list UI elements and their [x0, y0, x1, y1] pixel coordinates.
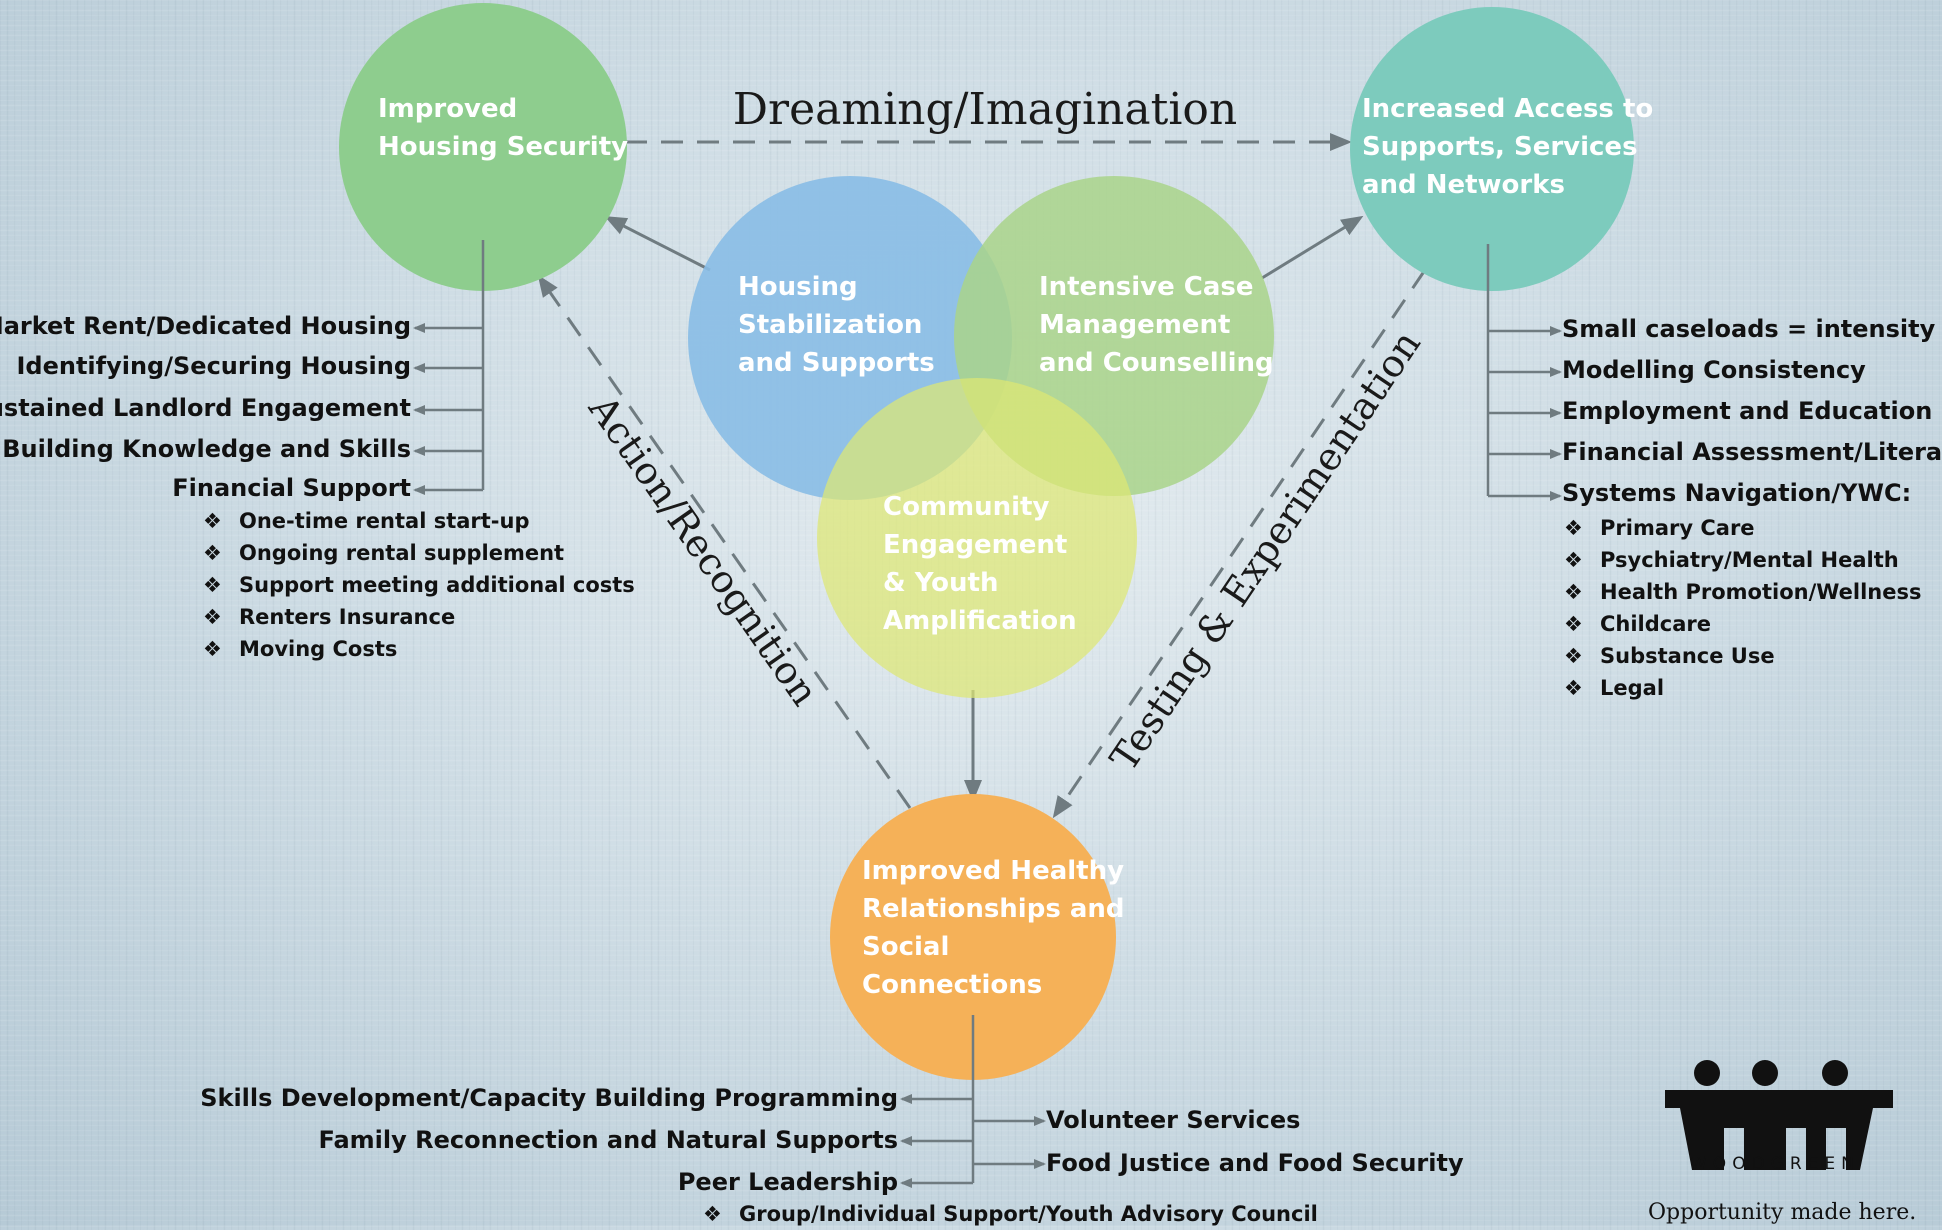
- relationships-item-skills: Skills Development/Capacity Building Pro…: [200, 1084, 898, 1112]
- housing-item-identifying: Identifying/Securing Housing: [16, 352, 411, 380]
- access-sub-item: ❖Psychiatry/Mental Health: [1564, 548, 1899, 572]
- circle-access: [1350, 7, 1634, 291]
- housing-item-financial: Financial Support: [172, 474, 411, 502]
- access-connector-lines: [1486, 244, 1562, 501]
- woodgreen-logo-wordmark: WOODGREEN: [1690, 1154, 1860, 1174]
- relationships-title: Improved Healthy Relationships and Socia…: [862, 856, 1125, 1000]
- housing-sub-item: ❖Renters Insurance: [203, 605, 456, 629]
- access-sub-item: ❖Childcare: [1564, 612, 1712, 636]
- housing-sub-item: ❖One-time rental start-up: [203, 509, 530, 533]
- housing-security-title: Improved Housing Security: [378, 94, 629, 162]
- housing-connector-lines: [413, 240, 485, 495]
- woodgreen-logo-figures: [1665, 1060, 1893, 1170]
- access-item-modelling: Modelling Consistency: [1562, 356, 1866, 384]
- access-item-systems: Systems Navigation/YWC:: [1562, 479, 1912, 507]
- community-title: Community Engagement & Youth Amplificati…: [883, 492, 1077, 636]
- woodgreen-tagline: Opportunity made here.: [1648, 1200, 1917, 1225]
- relationships-item-family: Family Reconnection and Natural Supports: [318, 1126, 898, 1154]
- relationships-sub-list: ❖Group/Individual Support/Youth Advisory…: [703, 1198, 1318, 1230]
- housing-sub-item: ❖Moving Costs: [203, 637, 398, 661]
- access-item-caseloads: Small caseloads = intensity: [1562, 315, 1936, 343]
- stabilization-title: Housing Stabilization and Supports: [738, 272, 935, 378]
- access-sub-item: ❖Substance Use: [1564, 644, 1775, 668]
- circle-housing-security: [339, 3, 627, 291]
- relationships-item-volunteer: Volunteer Services: [1046, 1106, 1301, 1134]
- arrow-center-to-housing: [604, 216, 711, 272]
- edge-right-dashed-arrow: [1052, 269, 1427, 819]
- relationships-sub-item: ❖Group/Individual Support/Youth Advisory…: [703, 1202, 1318, 1226]
- edge-label-top: Dreaming/Imagination: [733, 84, 1237, 135]
- relationships-item-food: Food Justice and Food Security: [1046, 1149, 1464, 1177]
- housing-item-knowledge: Building Knowledge and Skills: [2, 435, 411, 463]
- relationships-item-peer: Peer Leadership: [677, 1168, 898, 1196]
- arrow-center-to-access: [1261, 215, 1364, 280]
- housing-sub-item: ❖Support meeting additional costs: [203, 573, 635, 597]
- access-sub-item: ❖Health Promotion/Wellness: [1564, 580, 1922, 604]
- access-sub-item: ❖Primary Care: [1564, 516, 1755, 540]
- access-item-employment: Employment and Education: [1562, 397, 1933, 425]
- access-title: Increased Access to Supports, Services a…: [1362, 94, 1654, 200]
- circle-relationships: [830, 794, 1116, 1080]
- relationships-connector-lines: [900, 1015, 1046, 1188]
- circle-community: [817, 378, 1137, 698]
- housing-sub-list: ❖One-time rental start-up ❖Ongoing renta…: [203, 505, 635, 665]
- access-item-financial: Financial Assessment/Literacy: [1562, 438, 1942, 466]
- case-management-title: Intensive Case Management and Counsellin…: [1039, 272, 1274, 378]
- housing-item-market-rent: Market Rent/Dedicated Housing: [0, 312, 411, 340]
- access-sub-list: ❖Primary Care ❖Psychiatry/Mental Health …: [1564, 512, 1922, 704]
- housing-item-landlord: Sustained Landlord Engagement: [0, 394, 411, 422]
- access-sub-item: ❖Legal: [1564, 676, 1665, 700]
- housing-sub-item: ❖Ongoing rental supplement: [203, 541, 565, 565]
